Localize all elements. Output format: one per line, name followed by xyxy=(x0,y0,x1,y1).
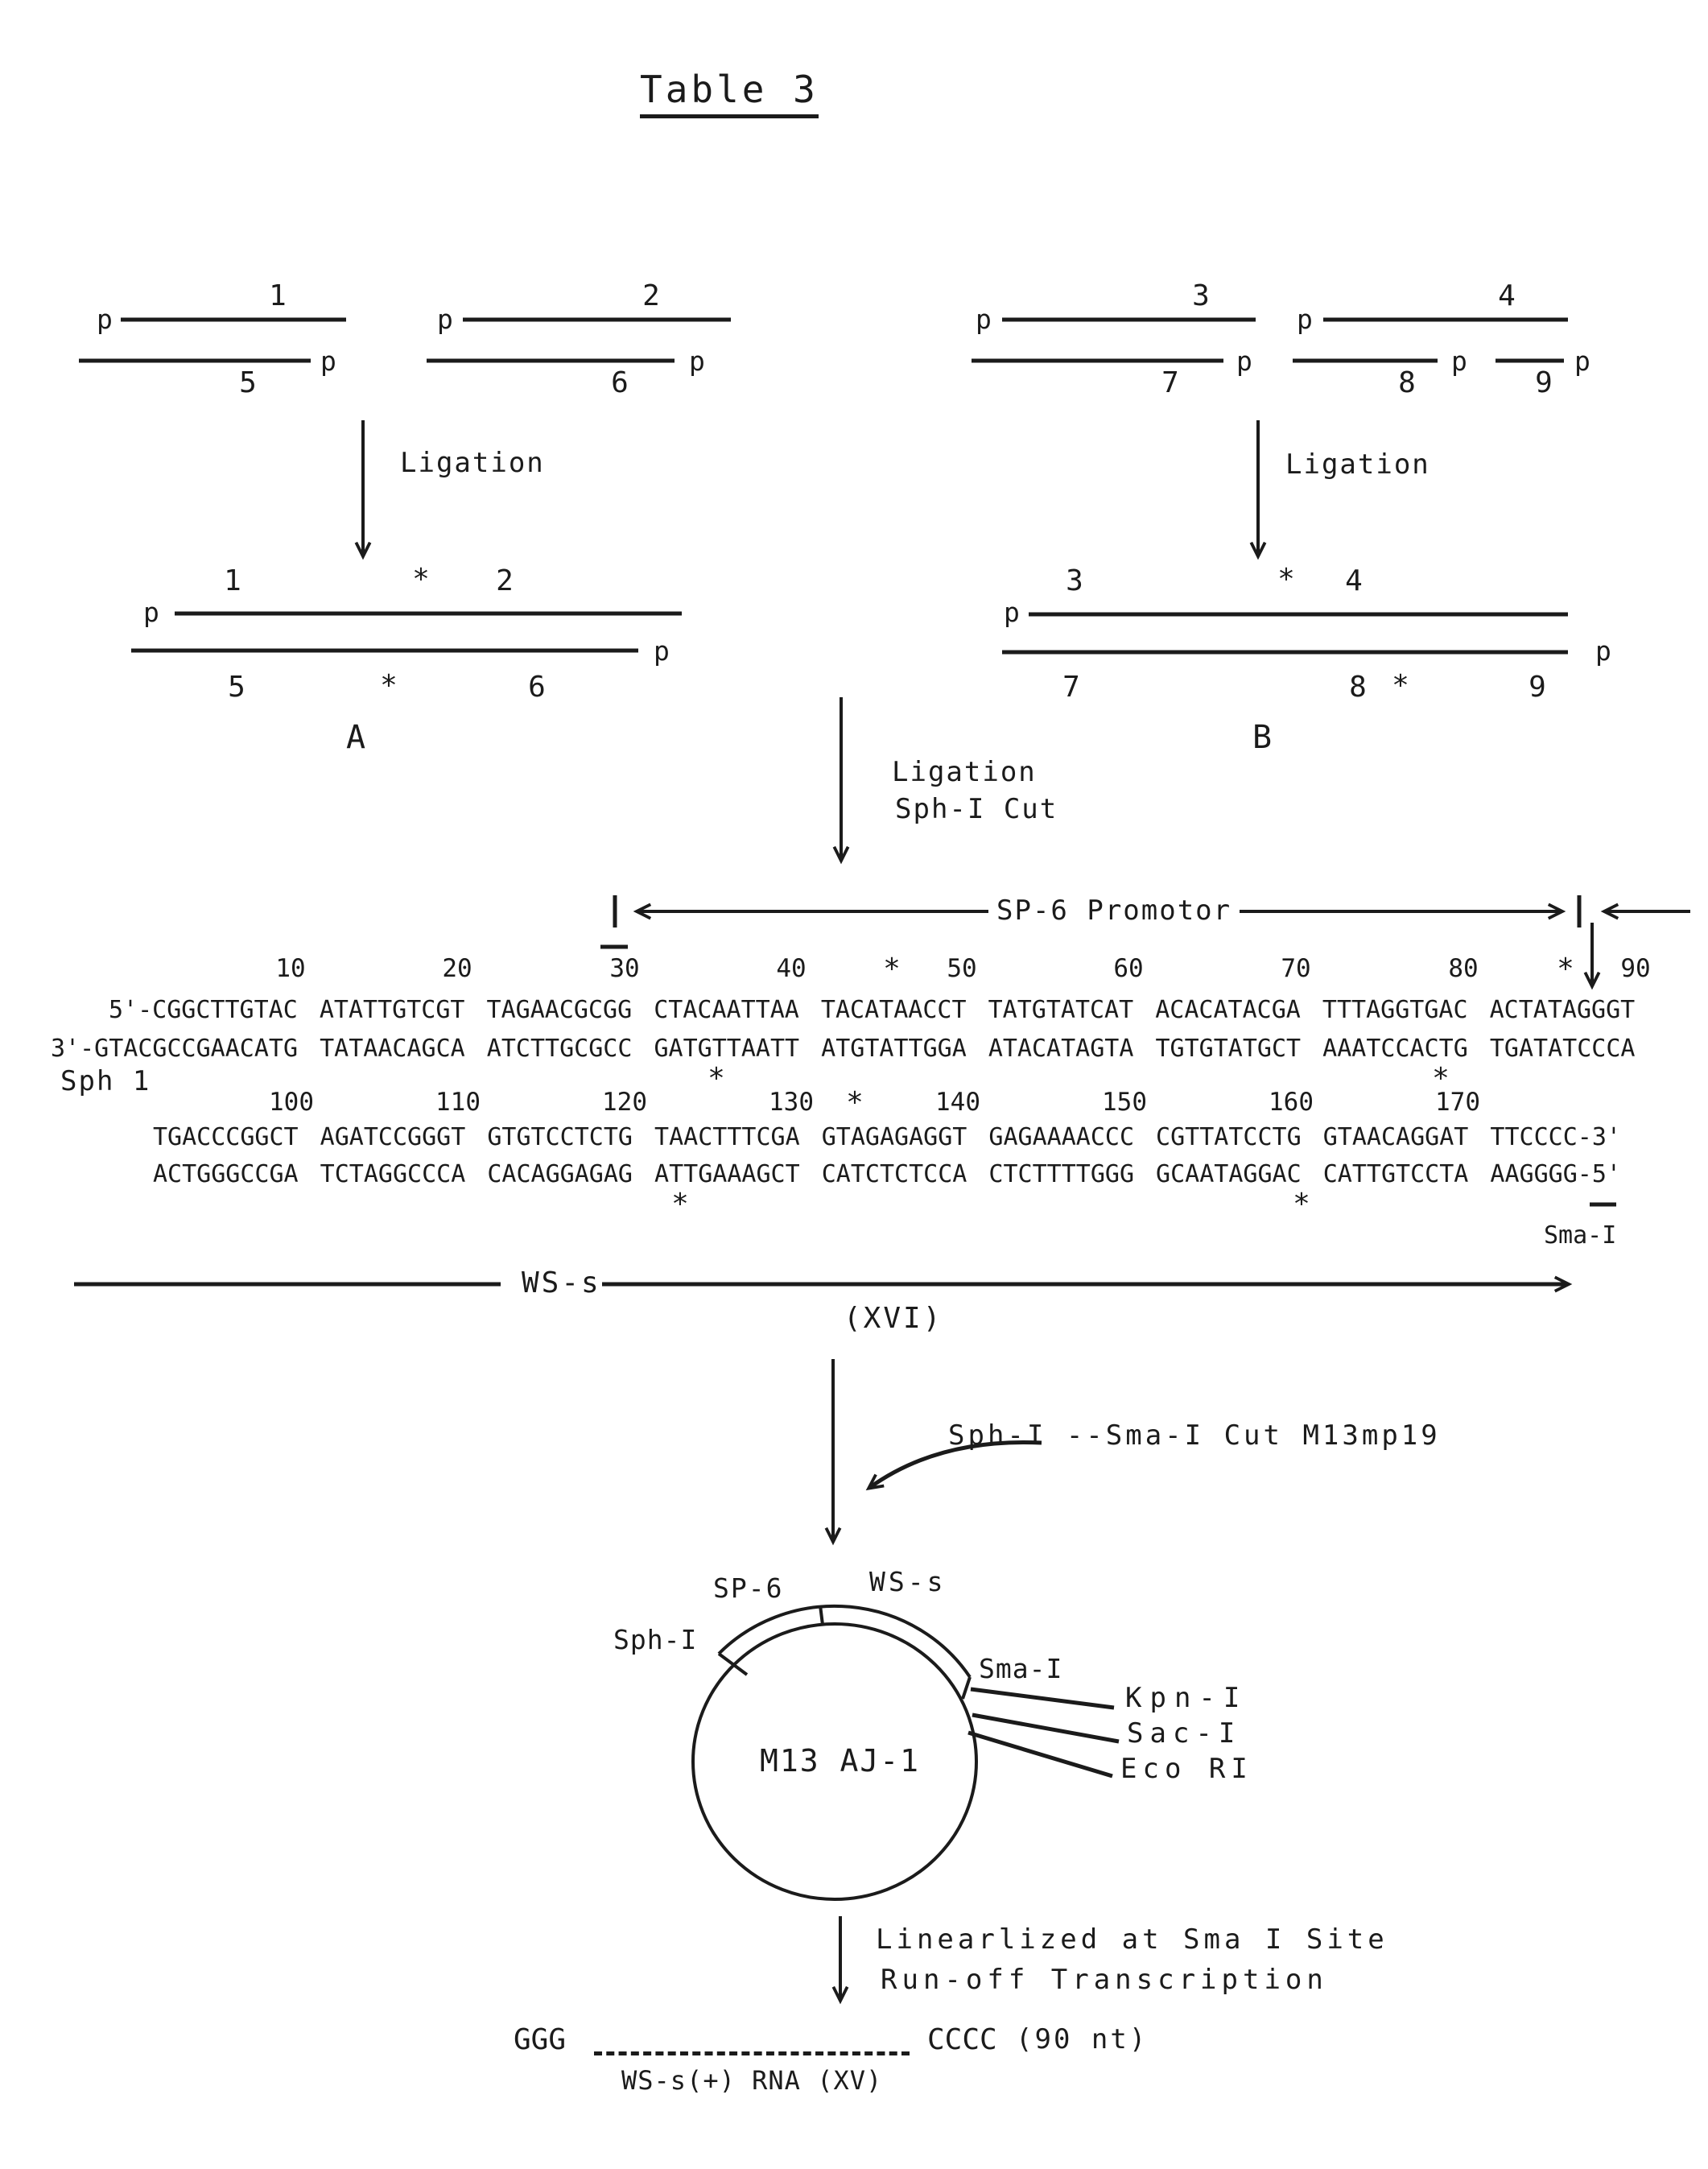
phosphate-label: p xyxy=(976,306,992,333)
junction-asterisk: * xyxy=(1277,565,1295,594)
rna-3prime-label: CCCC xyxy=(927,2026,997,2055)
plasmid-sph-label: Sph-I xyxy=(613,1626,697,1653)
plasmid-ws-label: WS-s xyxy=(869,1568,946,1595)
m13-cut-label: Sph-I --Sma-I Cut M13mp19 xyxy=(948,1422,1441,1449)
pos-130: 130 xyxy=(769,1090,814,1115)
sequence-strand-bottom-1: 3'-GTACGCCGAACATG TATAACAGCA ATCTTGCGCC … xyxy=(51,1037,1635,1061)
fragment-7-label: 7 xyxy=(1161,369,1179,398)
ligation-a-label: Ligation xyxy=(400,449,545,477)
rna-name-label: WS-s(+) RNA (XV) xyxy=(621,2068,882,2093)
phosphate-label: p xyxy=(97,306,113,333)
sph-cut-label: Sph-I Cut xyxy=(895,795,1058,823)
runoff-label: Run-off Transcription xyxy=(881,1966,1328,1993)
fragment-4-label: 4 xyxy=(1498,282,1516,311)
pos-150: 150 xyxy=(1102,1090,1147,1115)
sph1-site-label: Sph 1 xyxy=(60,1068,151,1095)
pos-110: 110 xyxy=(435,1090,481,1115)
plasmid-sp6-label: SP-6 xyxy=(713,1575,783,1601)
fragment-8-label: 8 xyxy=(1398,369,1416,398)
plasmid-sac-label: Sac-I xyxy=(1127,1720,1241,1747)
insert-outer-arc xyxy=(719,1606,970,1677)
phosphate-label: p xyxy=(143,599,159,626)
sp6-promotor-label: SP-6 Promotor xyxy=(996,897,1231,924)
modified-base-asterisk: * xyxy=(883,955,901,984)
ligation-final-label: Ligation xyxy=(892,758,1037,786)
ligation-b-label: Ligation xyxy=(1285,451,1430,478)
duplex-b-fragment-8: 8 xyxy=(1349,673,1367,702)
junction-asterisk: * xyxy=(1392,671,1409,700)
phosphate-label: p xyxy=(654,638,670,664)
phosphate-label: p xyxy=(1297,306,1313,333)
sma1-site-label: Sma-I xyxy=(1544,1224,1616,1248)
construct-id-label: (XVI) xyxy=(844,1304,943,1333)
junction-asterisk: * xyxy=(412,565,430,594)
phosphate-label: p xyxy=(320,348,336,374)
pos-30: 30 xyxy=(609,956,639,981)
rna-length-label: (90 nt) xyxy=(1016,2026,1148,2053)
pos-80: 80 xyxy=(1448,956,1478,981)
fragment-2-label: 2 xyxy=(642,282,660,311)
pos-170: 170 xyxy=(1435,1090,1480,1115)
pos-100: 100 xyxy=(269,1090,314,1115)
sequence-strand-top-2: TGACCCGGCT AGATCCGGGT GTGTCCTCTG TAACTTT… xyxy=(153,1126,1621,1150)
fragment-9-label: 9 xyxy=(1535,369,1553,398)
duplex-a-fragment-2: 2 xyxy=(496,567,514,596)
pos-40: 40 xyxy=(776,956,806,981)
sp6-ws-divider-tick xyxy=(820,1605,823,1625)
rna-5prime-label: GGG xyxy=(514,2026,566,2055)
sequence-strand-bottom-2: ACTGGGCCGA TCTAGGCCCA CACAGGAGAG ATTGAAA… xyxy=(153,1163,1621,1187)
plasmid-name-label: M13 AJ-1 xyxy=(760,1746,920,1776)
modified-base-asterisk: * xyxy=(1293,1190,1310,1219)
duplex-b-fragment-4: 4 xyxy=(1345,567,1363,596)
rna-dashed-line xyxy=(594,2051,910,2055)
fragment-5-label: 5 xyxy=(239,369,257,398)
product-a-label: A xyxy=(346,721,365,754)
linearize-label: Linearlized at Sma I Site xyxy=(876,1926,1388,1953)
phosphate-label: p xyxy=(1574,348,1590,374)
sma-notch xyxy=(963,1677,970,1699)
modified-base-asterisk: * xyxy=(708,1064,725,1093)
page-title: Table 3 xyxy=(640,71,819,118)
duplex-a-fragment-5: 5 xyxy=(228,673,245,702)
duplex-b-fragment-3: 3 xyxy=(1066,567,1083,596)
junction-asterisk: * xyxy=(380,671,398,700)
pos-70: 70 xyxy=(1281,956,1310,981)
pos-20: 20 xyxy=(442,956,472,981)
pos-120: 120 xyxy=(602,1090,647,1115)
duplex-b-fragment-7: 7 xyxy=(1062,673,1080,702)
pos-160: 160 xyxy=(1269,1090,1314,1115)
phosphate-label: p xyxy=(1236,348,1252,374)
duplex-a-fragment-1: 1 xyxy=(224,567,241,596)
phosphate-label: p xyxy=(1451,348,1467,374)
plasmid-eco-label: Eco RI xyxy=(1120,1755,1253,1783)
plasmid-kpn-label: Kpn-I xyxy=(1125,1684,1248,1712)
pos-50: 50 xyxy=(947,956,976,981)
fragment-6-label: 6 xyxy=(611,369,629,398)
pos-60: 60 xyxy=(1113,956,1143,981)
phosphate-label: p xyxy=(1595,638,1611,664)
sequence-strand-top-1: 5'-CGGCTTGTAC ATATTGTCGT TAGAACGCGG CTAC… xyxy=(109,998,1635,1023)
ws-s-span-label: WS-s xyxy=(522,1269,601,1298)
phosphate-label: p xyxy=(1004,599,1020,626)
fragment-1-label: 1 xyxy=(269,282,287,311)
phosphate-label: p xyxy=(437,306,453,333)
modified-base-asterisk: * xyxy=(846,1089,864,1118)
eco-leader-line xyxy=(968,1733,1112,1776)
modified-base-asterisk: * xyxy=(1557,955,1574,984)
pos-140: 140 xyxy=(935,1090,980,1115)
pos-90: 90 xyxy=(1620,956,1650,981)
duplex-a-fragment-6: 6 xyxy=(528,673,546,702)
phosphate-label: p xyxy=(689,348,705,374)
plasmid-sma-label: Sma-I xyxy=(979,1655,1062,1682)
modified-base-asterisk: * xyxy=(671,1190,689,1219)
kpn-leader-line xyxy=(971,1689,1114,1708)
duplex-b-fragment-9: 9 xyxy=(1529,673,1546,702)
fragment-3-label: 3 xyxy=(1192,282,1210,311)
sac-leader-line xyxy=(972,1715,1119,1741)
product-b-label: B xyxy=(1252,721,1272,754)
pos-10: 10 xyxy=(275,956,305,981)
